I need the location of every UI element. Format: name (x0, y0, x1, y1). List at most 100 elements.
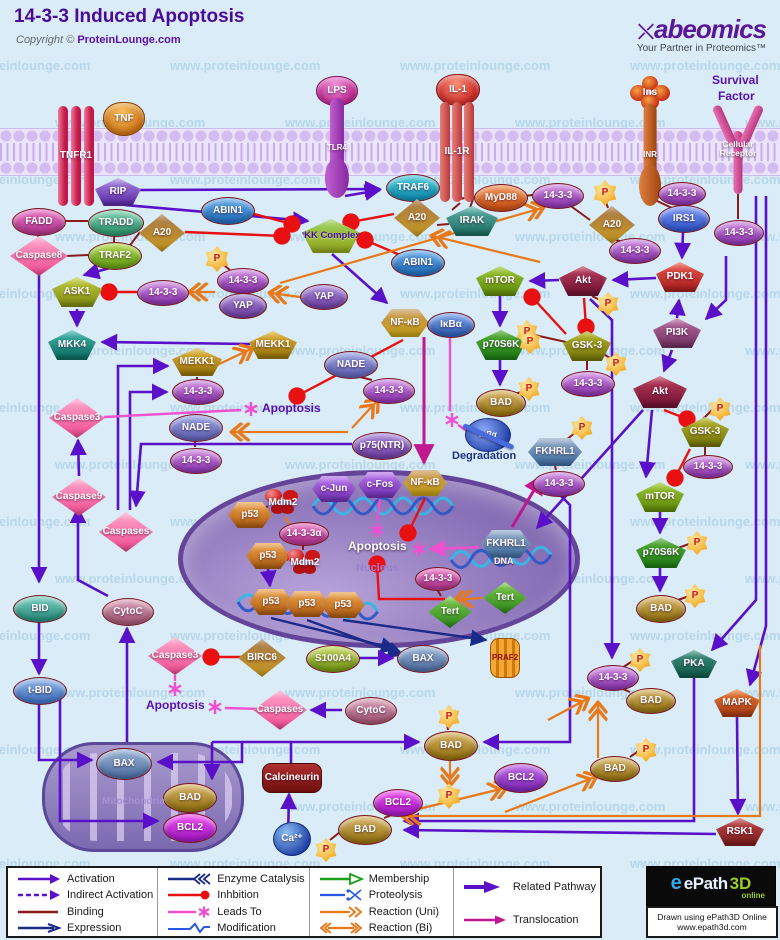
node-bcl2_mito: BCL2 (163, 813, 217, 843)
node-label: BAD (650, 602, 672, 614)
text-nucleus_lbl: Nucleus (356, 562, 399, 574)
node-label: P (525, 382, 533, 394)
node-praf2: PRAF2 (490, 638, 520, 678)
node-nade_l: NADE (169, 414, 223, 442)
node-label: GSK-3 (689, 425, 721, 437)
node-label: BID (31, 602, 49, 614)
node-label: ABIN1 (402, 256, 433, 268)
epath3d-e-icon: e (670, 872, 682, 894)
node-bid: BID (13, 595, 67, 623)
copyright: Copyright © ProteinLounge.com (16, 34, 181, 46)
node-traf6: TRAF6 (386, 174, 440, 202)
node-label: A20 (407, 211, 427, 223)
node-bad_u: BAD (476, 389, 526, 417)
credit-line2: www.epath3d.com (677, 922, 747, 932)
node-p53_2: p53 (246, 543, 290, 569)
node-label: Akt (651, 385, 669, 397)
legend-item-enzyme-catalysis: Enzyme Catalysis (166, 872, 305, 887)
node-p53_3: p53 (249, 589, 293, 615)
node-label: PI3K (665, 326, 689, 338)
text-survival2: Factor (718, 89, 755, 103)
indirect-activation-arrow-icon (18, 890, 60, 901)
watermark: www.proteinlounge.com (515, 799, 666, 814)
node-label: BCL2 (507, 771, 535, 783)
node-label: p53 (241, 508, 259, 520)
node-label: S100A4 (314, 652, 352, 664)
node-p16: P (437, 783, 461, 809)
node-label: p53 (262, 595, 280, 607)
node-t143_m1: 14-3-3 (172, 379, 224, 405)
node-p7: P (518, 377, 540, 401)
node-label: 14-3-3 (544, 477, 574, 489)
node-label: FKHRL1 (535, 445, 575, 457)
node-label: ASK1 (63, 285, 91, 297)
node-tnfr1: TNFR1 (58, 106, 94, 206)
legend-item-modification: Modification (166, 920, 305, 935)
node-fkhrl1_o: FKHRL1 (528, 438, 582, 466)
epath3d-credit: Drawn using ePath3D Online www.epath3d.c… (646, 906, 778, 938)
node-p5: P (605, 352, 627, 376)
node-label: IRAK (459, 214, 485, 226)
node-label: P (604, 297, 612, 309)
node-label: IL-1 (449, 83, 467, 95)
node-nfkb_n: NF-κB (403, 470, 447, 496)
node-label: P (526, 335, 534, 347)
node-label: Akt (574, 274, 592, 286)
watermark: www.proteinlounge.com (285, 685, 436, 700)
node-bad_b1: BAD (626, 688, 676, 714)
node-p2: P (593, 180, 617, 206)
node-label: Tert (440, 605, 460, 617)
node-label: PRAF2 (491, 652, 519, 662)
node-label: Tert (495, 591, 515, 603)
copyright-prefix: Copyright © (16, 34, 75, 46)
watermark: www.proteinlounge.com (0, 58, 91, 73)
node-label: MKK4 (57, 338, 87, 350)
node-label: RIP (109, 185, 127, 197)
node-label: 14-3-3 (181, 454, 211, 466)
node-fadd: FADD (12, 208, 66, 236)
node-p8: P (571, 416, 593, 440)
node-abin1_d: ABIN1 (391, 249, 445, 277)
node-label: p70S6K (482, 338, 520, 350)
node-bcl2_m: BCL2 (373, 789, 423, 817)
node-label: PKA (683, 657, 705, 669)
node-label: Cellular Receptor (719, 139, 757, 158)
node-label: 14-3-3 (148, 286, 178, 298)
node-label: p75(NTR) (359, 439, 405, 451)
node-label: CytoC (113, 605, 143, 617)
watermark: www.proteinlounge.com (630, 628, 780, 643)
node-label: Caspase8 (15, 249, 63, 261)
node-label: CytoC (356, 704, 386, 716)
node-label: 14-3-3 (620, 244, 650, 256)
node-label: P (445, 710, 453, 722)
node-label: 14-3-3 (374, 384, 404, 396)
legend-item-expression: Expression (16, 920, 153, 935)
node-irs1: IRS1 (658, 205, 710, 233)
node-label: BAD (604, 762, 626, 774)
activation-arrow-icon (18, 874, 60, 885)
watermark: www.proteinlounge.com (745, 457, 780, 472)
node-label: Mdm2 (268, 496, 298, 508)
node-label: NADE (181, 421, 211, 433)
node-t143_t4: 14-3-3 (714, 220, 764, 246)
node-label: PDK1 (666, 270, 694, 282)
node-label: p53 (298, 597, 316, 609)
legend-item-membership: Membership (318, 872, 449, 887)
node-label: P (578, 421, 586, 433)
text-apoptosis_nuc: Apoptosis (348, 539, 407, 553)
node-bad_m: BAD (338, 815, 392, 845)
node-p53_4: p53 (285, 591, 329, 617)
node-label: LPS (327, 84, 347, 96)
node-p12: P (629, 648, 651, 672)
node-t143_t3: 14-3-3 (658, 182, 706, 206)
text-dna_lbl: DNA (494, 556, 514, 566)
node-label: ABIN1 (212, 204, 243, 216)
watermark: www.proteinlounge.com (285, 343, 436, 358)
watermark: www.proteinlounge.com (745, 343, 780, 358)
node-label: NF-κB (410, 476, 440, 488)
node-t143_c: 14-3-3 (217, 268, 269, 294)
node-p3: P (597, 292, 619, 316)
node-label: IKK Complex (301, 230, 361, 242)
node-bax_m: BAX (397, 645, 449, 673)
node-label: BIRC6 (246, 651, 277, 663)
